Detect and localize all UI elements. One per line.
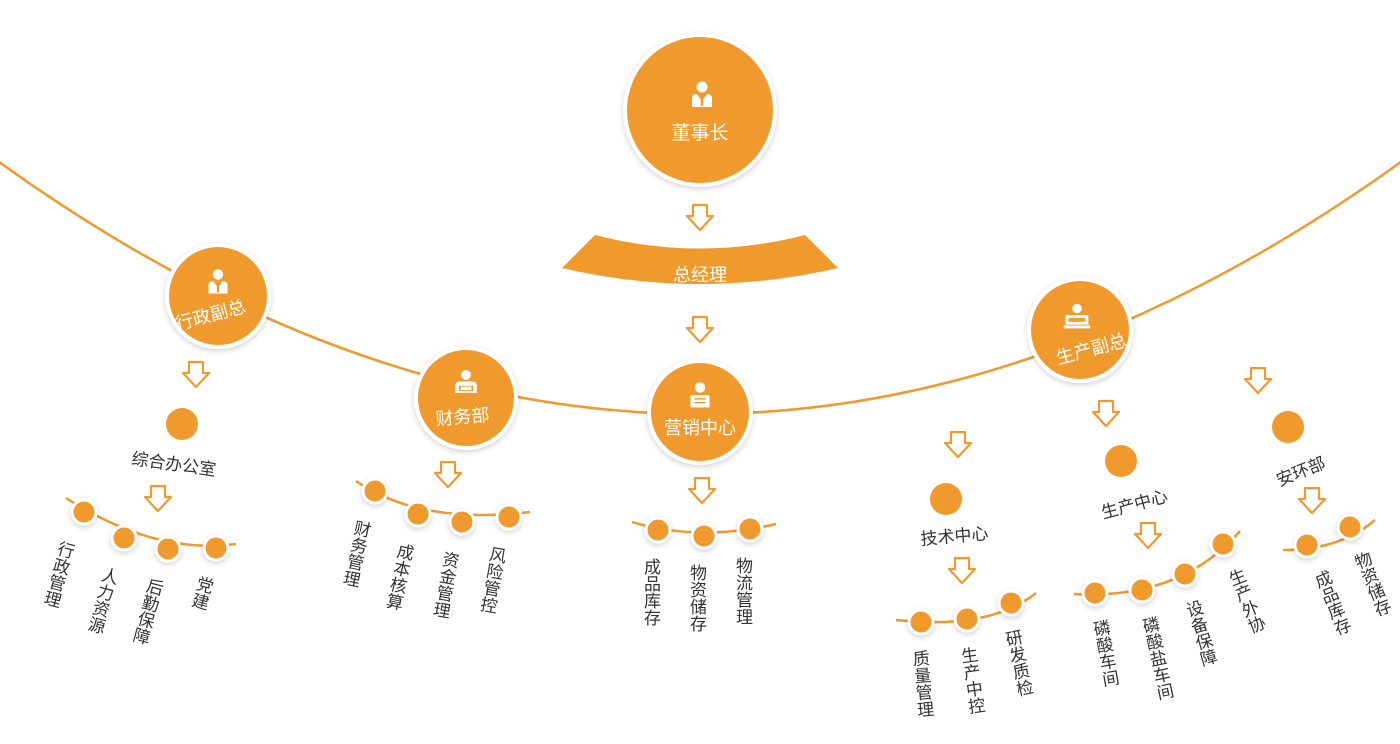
accountant-icon — [455, 369, 477, 393]
arrow-down-icon — [687, 476, 717, 505]
arrow-down-icon — [181, 360, 211, 389]
arrow-down-icon — [433, 460, 463, 489]
function-node: 成本核算 — [381, 500, 432, 612]
arrow-down-icon — [685, 315, 715, 344]
function-node: 后勤保障 — [128, 535, 182, 646]
function-label: 成本核算 — [381, 541, 415, 612]
function-node: 资金管理 — [428, 508, 476, 620]
admin-vp-node: 行政副总 — [165, 243, 271, 349]
function-node: 成品库存 — [640, 516, 672, 626]
function-label: 后勤保障 — [128, 575, 165, 646]
function-node: 生产中控 — [953, 605, 986, 716]
arrow-down-icon — [947, 556, 977, 585]
department-dot — [1272, 411, 1304, 443]
function-node: 设备保障 — [1171, 560, 1219, 669]
function-label: 设备保障 — [1180, 598, 1218, 669]
function-label: 生产外协 — [1223, 566, 1267, 637]
function-node: 党建 — [187, 534, 230, 612]
function-node: 磷酸车间 — [1081, 579, 1120, 690]
function-node: 风险管控 — [475, 503, 523, 615]
department-label: 技术中心 — [920, 524, 989, 550]
arrow-down-icon — [943, 430, 973, 459]
function-node: 财务管理 — [338, 477, 389, 589]
department-dot — [166, 408, 198, 440]
function-node: 生产外协 — [1209, 530, 1267, 637]
function-label: 成品库存 — [640, 558, 661, 626]
department-label: 生产中心 — [1099, 487, 1170, 524]
function-label: 生产中控 — [956, 645, 986, 715]
function-label: 物资储存 — [1349, 549, 1393, 620]
function-label: 党建 — [187, 573, 216, 611]
chairman-node: 董事长 — [623, 33, 777, 187]
function-label: 资金管理 — [428, 549, 460, 620]
arrow-down-icon — [1297, 486, 1327, 515]
function-node: 物流管理 — [732, 515, 764, 625]
function-label: 风险管控 — [475, 544, 507, 615]
arrow-down-icon — [143, 484, 173, 513]
marketing-node: 营销中心 — [647, 359, 753, 465]
function-node: 物资储存 — [1336, 513, 1393, 620]
arrow-down-icon — [685, 203, 715, 232]
department-dot — [930, 483, 962, 515]
function-node: 人力资源 — [82, 524, 138, 636]
function-label: 行政管理 — [39, 538, 76, 609]
function-label: 财务管理 — [338, 518, 372, 589]
general-manager-band: 总经理 — [562, 235, 838, 286]
function-node: 物资储存 — [686, 522, 718, 632]
function-label: 磷酸车间 — [1088, 618, 1120, 690]
function-label: 成品库存 — [1309, 568, 1353, 639]
function-label: 物资储存 — [686, 564, 707, 632]
function-node: 成品库存 — [1293, 531, 1353, 639]
function-node: 磷酸盐车间 — [1128, 576, 1175, 703]
function-label: 人力资源 — [82, 564, 120, 636]
general-manager-label: 总经理 — [673, 265, 727, 286]
finance-label: 财务部 — [435, 405, 491, 431]
function-label: 物流管理 — [732, 557, 753, 625]
department-label: 安环部 — [1274, 454, 1329, 492]
chairman-label: 董事长 — [671, 122, 728, 144]
arrow-down-icon — [1243, 366, 1273, 395]
arrow-down-icon — [1091, 399, 1121, 428]
function-label: 质量管理 — [908, 649, 934, 719]
document-person-icon — [690, 382, 710, 408]
presenter-icon — [1063, 303, 1091, 329]
function-label: 研发质检 — [1000, 628, 1034, 699]
marketing-label: 营销中心 — [664, 418, 736, 439]
function-label: 磷酸盐车间 — [1137, 615, 1175, 703]
arrow-down-icon — [1133, 521, 1163, 550]
function-node: 研发质检 — [997, 589, 1034, 699]
department-label: 综合办公室 — [130, 449, 217, 481]
function-node: 行政管理 — [39, 498, 98, 609]
department-dot — [1105, 445, 1137, 477]
production-vp-node: 生产副总 — [1027, 277, 1133, 383]
finance-node: 财务部 — [414, 346, 518, 450]
function-node: 质量管理 — [907, 608, 935, 719]
